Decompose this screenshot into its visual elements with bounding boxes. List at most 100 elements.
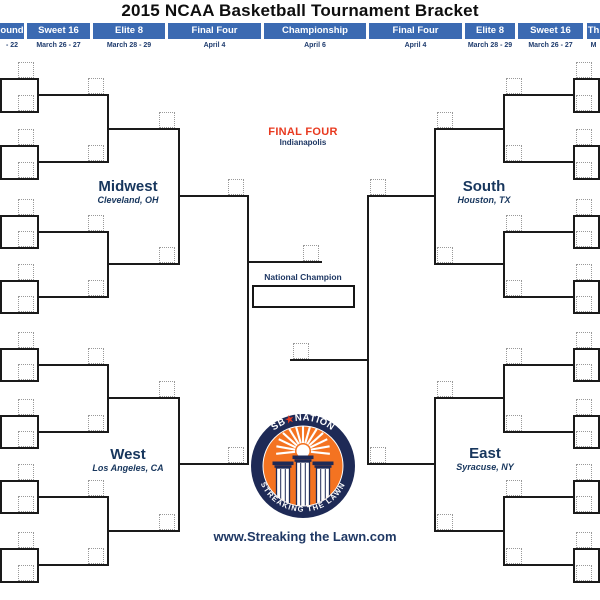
team-slot-placeholder[interactable] bbox=[18, 231, 34, 247]
team-slot-placeholder[interactable] bbox=[576, 264, 592, 280]
header-stage-cell: ound bbox=[0, 23, 24, 39]
team-slot-placeholder[interactable] bbox=[18, 464, 34, 480]
bracket-line bbox=[0, 178, 37, 180]
team-slot-placeholder[interactable] bbox=[18, 565, 34, 581]
team-slot-placeholder[interactable] bbox=[576, 162, 592, 178]
team-slot-placeholder[interactable] bbox=[18, 532, 34, 548]
team-slot-placeholder[interactable] bbox=[88, 280, 104, 296]
team-slot-placeholder[interactable] bbox=[18, 399, 34, 415]
bracket-line bbox=[573, 280, 575, 314]
team-slot-placeholder[interactable] bbox=[159, 514, 175, 530]
team-slot-placeholder[interactable] bbox=[437, 247, 453, 263]
team-slot-placeholder[interactable] bbox=[576, 129, 592, 145]
sun-icon bbox=[296, 444, 310, 458]
team-slot-placeholder[interactable] bbox=[506, 480, 522, 496]
team-slot-placeholder[interactable] bbox=[506, 348, 522, 364]
team-slot-placeholder[interactable] bbox=[506, 280, 522, 296]
region-midwest: Midwest Cleveland, OH bbox=[48, 179, 208, 206]
team-slot-placeholder[interactable] bbox=[18, 496, 34, 512]
team-slot-placeholder[interactable] bbox=[159, 112, 175, 128]
team-slot-placeholder[interactable] bbox=[506, 145, 522, 161]
region-east: East Syracuse, NY bbox=[405, 446, 565, 473]
bracket-line bbox=[598, 280, 600, 314]
bracket-line bbox=[503, 231, 573, 233]
team-slot-placeholder[interactable] bbox=[576, 62, 592, 78]
star-icon: ★ bbox=[284, 414, 296, 426]
team-slot-placeholder[interactable] bbox=[576, 199, 592, 215]
team-slot-placeholder[interactable] bbox=[506, 415, 522, 431]
bracket-line bbox=[598, 78, 600, 113]
team-slot-placeholder[interactable] bbox=[88, 548, 104, 564]
bracket-line bbox=[573, 512, 600, 514]
team-slot-placeholder[interactable] bbox=[88, 415, 104, 431]
team-slot-placeholder[interactable] bbox=[88, 348, 104, 364]
team-slot-placeholder[interactable] bbox=[437, 514, 453, 530]
team-slot-placeholder[interactable] bbox=[18, 264, 34, 280]
bracket-line bbox=[573, 280, 600, 282]
final-four-label-block: FINAL FOUR Indianapolis bbox=[203, 126, 403, 148]
bracket-line bbox=[0, 280, 37, 282]
bracket-line bbox=[573, 581, 600, 583]
team-slot-placeholder[interactable] bbox=[437, 112, 453, 128]
team-slot-placeholder[interactable] bbox=[88, 145, 104, 161]
column-left-icon bbox=[272, 461, 294, 506]
team-slot-placeholder[interactable] bbox=[576, 231, 592, 247]
team-slot-placeholder[interactable] bbox=[576, 431, 592, 447]
team-slot-placeholder[interactable] bbox=[159, 247, 175, 263]
team-slot-placeholder[interactable] bbox=[88, 78, 104, 94]
team-slot-placeholder[interactable] bbox=[576, 296, 592, 312]
header-stage-cell: Th bbox=[587, 23, 600, 39]
team-slot-placeholder[interactable] bbox=[18, 162, 34, 178]
team-slot-placeholder[interactable] bbox=[576, 95, 592, 111]
team-slot-placeholder[interactable] bbox=[576, 364, 592, 380]
header-date-cell: M bbox=[590, 42, 597, 49]
team-slot-placeholder[interactable] bbox=[18, 95, 34, 111]
bracket-line bbox=[573, 415, 575, 449]
team-slot-placeholder[interactable] bbox=[18, 62, 34, 78]
team-slot-placeholder[interactable] bbox=[228, 447, 244, 463]
header-date-cell: - 22 bbox=[5, 42, 19, 49]
team-slot-placeholder[interactable] bbox=[18, 129, 34, 145]
team-slot-placeholder[interactable] bbox=[293, 343, 309, 359]
team-slot-placeholder[interactable] bbox=[370, 447, 386, 463]
bracket-line bbox=[573, 447, 600, 449]
team-slot-placeholder[interactable] bbox=[18, 296, 34, 312]
bracket-line bbox=[503, 431, 573, 433]
team-slot-placeholder[interactable] bbox=[576, 399, 592, 415]
team-slot-placeholder[interactable] bbox=[576, 496, 592, 512]
team-slot-placeholder[interactable] bbox=[506, 78, 522, 94]
bracket-line bbox=[37, 161, 107, 163]
greek-columns-icon bbox=[272, 455, 334, 506]
team-slot-placeholder[interactable] bbox=[88, 480, 104, 496]
bracket-line bbox=[573, 548, 600, 550]
team-slot-placeholder[interactable] bbox=[576, 532, 592, 548]
team-slot-placeholder[interactable] bbox=[506, 215, 522, 231]
national-champion-box[interactable] bbox=[252, 285, 355, 308]
team-slot-placeholder[interactable] bbox=[18, 199, 34, 215]
team-slot-placeholder[interactable] bbox=[576, 332, 592, 348]
bracket-line bbox=[503, 364, 573, 366]
team-slot-placeholder[interactable] bbox=[303, 245, 319, 261]
bracket-line bbox=[0, 145, 37, 147]
team-slot-placeholder[interactable] bbox=[18, 332, 34, 348]
team-slot-placeholder[interactable] bbox=[159, 381, 175, 397]
sunburst-rays-icon bbox=[276, 426, 330, 455]
final-four-location: Indianapolis bbox=[279, 138, 327, 147]
team-slot-placeholder[interactable] bbox=[18, 431, 34, 447]
bracket-line bbox=[0, 78, 37, 80]
team-slot-placeholder[interactable] bbox=[576, 464, 592, 480]
bracket-line bbox=[0, 415, 2, 449]
team-slot-placeholder[interactable] bbox=[576, 565, 592, 581]
header-stage-cell: Championship bbox=[264, 23, 366, 39]
bracket-line bbox=[434, 263, 503, 265]
team-slot-placeholder[interactable] bbox=[437, 381, 453, 397]
team-slot-placeholder[interactable] bbox=[370, 179, 386, 195]
bracket-line bbox=[598, 145, 600, 180]
bracket-line bbox=[0, 348, 2, 382]
bracket-line bbox=[0, 548, 2, 583]
team-slot-placeholder[interactable] bbox=[18, 364, 34, 380]
team-slot-placeholder[interactable] bbox=[88, 215, 104, 231]
bracket-line bbox=[573, 312, 600, 314]
team-slot-placeholder[interactable] bbox=[506, 548, 522, 564]
team-slot-placeholder[interactable] bbox=[228, 179, 244, 195]
